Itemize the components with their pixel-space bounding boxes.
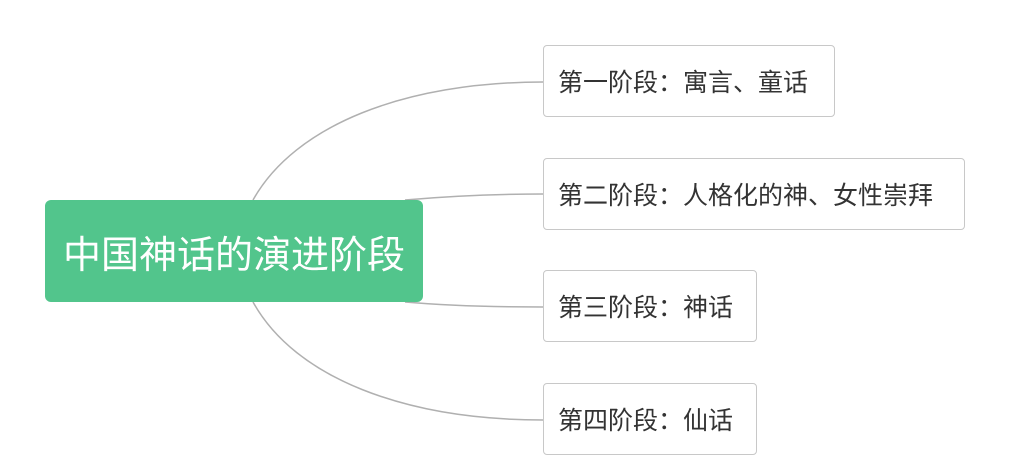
branch-node-stage-4[interactable]: 第四阶段：仙话 xyxy=(543,383,757,455)
connector-branch-3 xyxy=(404,301,544,308)
branch-node-label: 第四阶段：仙话 xyxy=(558,406,734,435)
branch-node-stage-2[interactable]: 第二阶段：人格化的神、女性崇拜 xyxy=(543,158,965,230)
root-node-label: 中国神话的演进阶段 xyxy=(62,232,405,277)
branch-node-label: 第三阶段：神话 xyxy=(558,293,734,322)
connector-branch-2 xyxy=(404,193,544,201)
connector-branch-4 xyxy=(252,301,544,421)
root-node[interactable]: 中国神话的演进阶段 xyxy=(45,200,423,302)
branch-node-label: 第一阶段：寓言、童话 xyxy=(558,68,809,97)
branch-node-label: 第二阶段：人格化的神、女性崇拜 xyxy=(558,181,934,210)
connector-branch-1 xyxy=(252,81,544,201)
branch-node-stage-1[interactable]: 第一阶段：寓言、童话 xyxy=(543,45,835,117)
branch-node-stage-3[interactable]: 第三阶段：神话 xyxy=(543,270,757,342)
